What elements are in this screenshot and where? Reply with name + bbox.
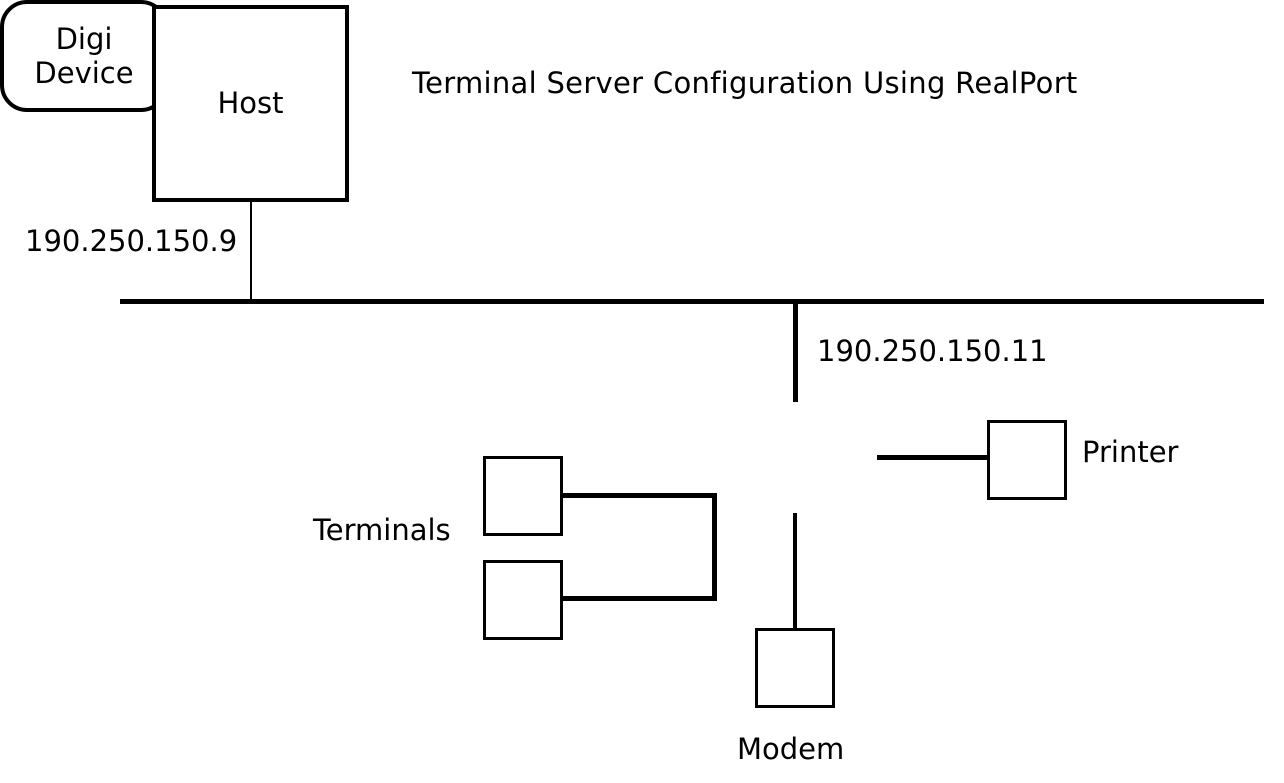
digi-device-box: Digi Device — [0, 0, 168, 112]
digi-ip-label: 190.250.150.11 — [817, 334, 1048, 368]
digi-device-label-line1: Digi — [55, 21, 113, 56]
terminal-box-1 — [483, 456, 563, 536]
diagram-title: Terminal Server Configuration Using Real… — [412, 66, 1078, 100]
terminal-branch-vertical-connector-line — [712, 493, 717, 601]
terminals-label: Terminals — [313, 513, 451, 547]
printer-box — [987, 420, 1067, 500]
host-ip-label: 190.250.150.9 — [25, 224, 238, 258]
terminal-box-2 — [483, 560, 563, 640]
terminal1-to-digi-connector-line — [561, 493, 717, 498]
bus-to-digi-connector-line — [793, 304, 798, 402]
host-to-bus-connector-line — [250, 202, 252, 299]
host-box: Host — [152, 5, 349, 202]
digi-to-printer-connector-line — [877, 455, 988, 460]
host-label: Host — [217, 85, 284, 120]
network-bus-line — [120, 299, 1264, 304]
modem-box — [755, 628, 835, 708]
terminal2-to-digi-connector-line — [561, 596, 717, 601]
digi-to-modem-connector-line — [793, 513, 797, 629]
modem-label: Modem — [737, 732, 845, 766]
printer-label: Printer — [1082, 435, 1179, 469]
digi-device-label-line2: Device — [34, 56, 134, 90]
